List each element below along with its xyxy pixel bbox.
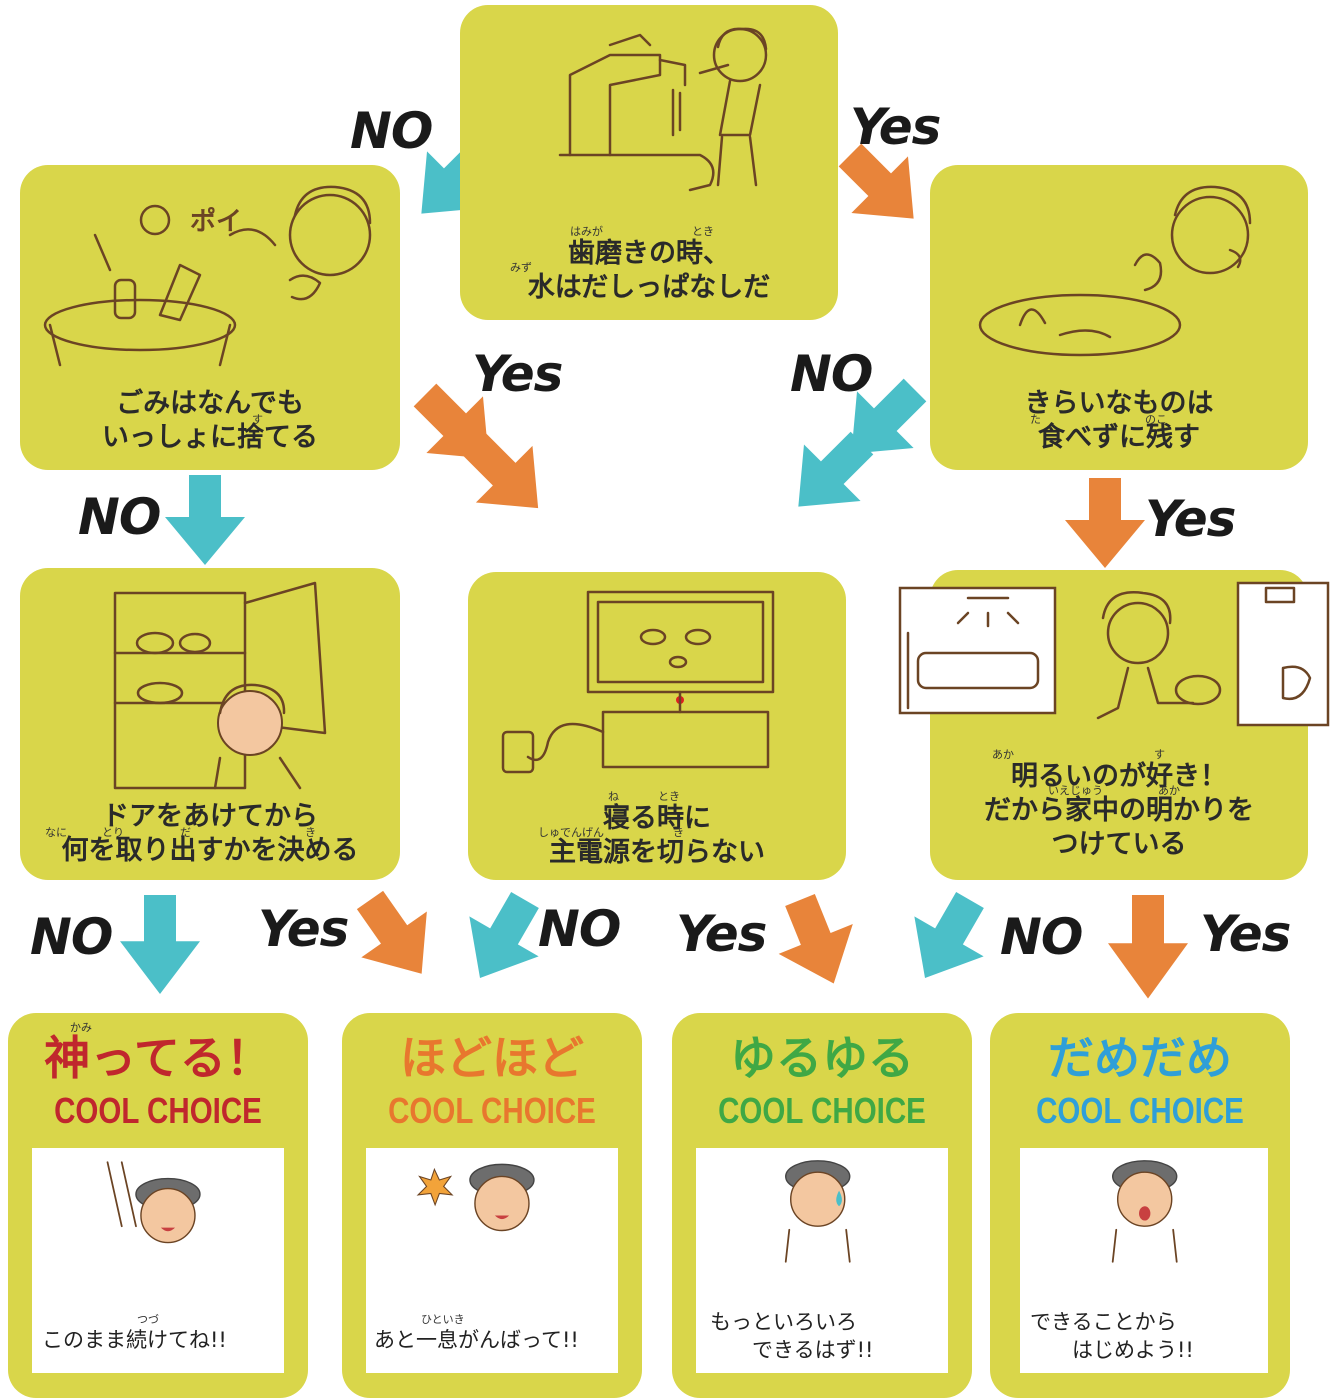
result-panel-yuruyuru: もっといろいろ できるはず!! bbox=[696, 1148, 948, 1373]
label-q2-no: NO bbox=[78, 488, 161, 546]
result-panel-kamitteru: このまま続けてね!! つづ bbox=[32, 1148, 284, 1373]
result-title-yuruyuru: ゆるゆる bbox=[730, 1031, 914, 1085]
result-sub-yuruyuru: COOL CHOICE bbox=[718, 1090, 926, 1131]
ruby-q5-1: とき bbox=[658, 790, 680, 803]
label-q1-no: NO bbox=[350, 102, 433, 160]
label-q2-yes: Yes bbox=[472, 345, 563, 403]
thumbs-up-boy-icon bbox=[416, 1163, 535, 1232]
arrow-q5-yes bbox=[762, 885, 871, 999]
label-q5-no: NO bbox=[538, 900, 621, 958]
ruby-q1-1: とき bbox=[692, 225, 714, 238]
result-title-kamitteru: 神ってる！ bbox=[44, 1031, 272, 1085]
fridge-illustration bbox=[100, 573, 340, 793]
shocked-boy-icon bbox=[1111, 1160, 1178, 1263]
label-q4-no: NO bbox=[30, 908, 113, 966]
ruby-q6-1: す bbox=[1154, 748, 1165, 761]
label-q1-yes: Yes bbox=[850, 98, 941, 156]
question-text-q6: 明るいのが好き！ だから家中の明かりを つけている bbox=[984, 761, 1254, 860]
result-panel-hodohodo: あと一息がんばって!! ひといき bbox=[366, 1148, 618, 1373]
result-panel-damedame: できることから はじめよう!! bbox=[1020, 1148, 1268, 1373]
result-sub-hodohodo: COOL CHOICE bbox=[388, 1090, 596, 1131]
ruby-q5-2: しゅでんげん bbox=[538, 826, 604, 839]
result-title-damedame: だめだめ bbox=[1048, 1031, 1232, 1085]
question-box-q5: 寝る時に 主電源を切らない ね とき しゅでんげん き bbox=[468, 572, 846, 880]
ruby-q1-2: みず bbox=[510, 261, 532, 274]
question-text-q1: 歯磨きの時、 水はだしっぱなしだ bbox=[527, 238, 771, 303]
ruby-q1-0: はみが bbox=[570, 225, 603, 238]
ruby-q6-3: あか bbox=[1158, 784, 1180, 797]
result-msg-yuruyuru: もっといろいろ できるはず!! bbox=[710, 1310, 874, 1362]
result-sub-kamitteru: COOL CHOICE bbox=[54, 1090, 262, 1131]
result-ruby-kamitteru: かみ bbox=[70, 1021, 92, 1034]
cheering-boy-icon bbox=[106, 1161, 201, 1244]
label-q5-yes: Yes bbox=[676, 905, 767, 963]
result-box-yuruyuru: ゆるゆる COOL CHOICE もっといろいろ できるはず!! bbox=[672, 1013, 972, 1398]
arrow-q6-no bbox=[890, 880, 1005, 998]
label-q6-no: NO bbox=[1000, 908, 1083, 966]
result-box-damedame: だめだめ COOL CHOICE できることから はじめよう!! bbox=[990, 1013, 1290, 1398]
question-box-q1: 歯磨きの時、 水はだしっぱなしだ はみが とき みず bbox=[460, 5, 838, 320]
ruby-q3-0: た bbox=[1030, 413, 1041, 426]
ruby-q5-3: き bbox=[673, 826, 684, 839]
ruby-q2-0: す bbox=[252, 413, 263, 426]
question-box-q3: きらいなものは 食べずに残す た のこ bbox=[930, 165, 1308, 470]
ruby-q3-1: のこ bbox=[1145, 413, 1167, 426]
ruby-q4-3: き bbox=[305, 826, 316, 839]
ruby-q4-2: だ bbox=[180, 826, 191, 839]
question-text-q5: 寝る時に 主電源を切らない bbox=[549, 803, 765, 868]
arrow-q2-no bbox=[165, 475, 245, 565]
label-q6-yes: Yes bbox=[1200, 905, 1291, 963]
ruby-q6-2: いえじゅう bbox=[1048, 784, 1103, 797]
question-text-q2: ごみはなんでも いっしょに捨てる bbox=[102, 388, 318, 453]
question-box-q2: ポイ ごみはなんでも いっしょに捨てる す bbox=[20, 165, 400, 470]
ruby-q4-0: なに bbox=[45, 826, 67, 839]
result-sub-damedame: COOL CHOICE bbox=[1036, 1090, 1244, 1131]
question-text-q3: きらいなものは 食べずに残す bbox=[1024, 388, 1214, 453]
svg-text:ポイ: ポイ bbox=[190, 206, 242, 237]
label-q4-yes: Yes bbox=[258, 900, 349, 958]
faucet-toothbrush-illustration bbox=[550, 15, 790, 205]
result-box-hodohodo: ほどほど COOL CHOICE あと一息がんばって!! ひといき bbox=[342, 1013, 642, 1398]
arrow-q4-yes bbox=[337, 877, 455, 997]
tv-illustration bbox=[488, 582, 828, 782]
arrow-q6-yes bbox=[1108, 895, 1188, 999]
bright-room-illustration bbox=[898, 578, 1330, 728]
trash-throwing-illustration: ポイ bbox=[40, 175, 380, 375]
ruby-q5-0: ね bbox=[608, 790, 619, 803]
result-msg-ruby-kamitteru: つづ bbox=[137, 1313, 159, 1326]
ruby-q6-0: あか bbox=[992, 748, 1014, 761]
ruby-q4-1: とり bbox=[102, 826, 124, 839]
result-msg-ruby-hodohodo: ひといき bbox=[421, 1313, 465, 1326]
result-msg-hodohodo: あと一息がんばって!! bbox=[374, 1328, 579, 1352]
leftover-food-illustration bbox=[960, 175, 1280, 375]
question-box-q4: ドアをあけてから 何を取り出すかを決める なに とり だ き bbox=[20, 568, 400, 880]
result-title-hodohodo: ほどほど bbox=[400, 1031, 584, 1085]
label-q3-yes: Yes bbox=[1145, 490, 1236, 548]
question-text-q4: ドアをあけてから 何を取り出すかを決める bbox=[61, 801, 359, 866]
result-msg-kamitteru: このまま続けてね!! bbox=[42, 1328, 227, 1352]
label-q3-no: NO bbox=[790, 345, 873, 403]
sweating-boy-icon bbox=[784, 1160, 851, 1263]
arrow-q3-yes bbox=[1065, 478, 1145, 568]
result-box-kamitteru: かみ 神ってる！ COOL CHOICE このまま続けてね!! つづ bbox=[8, 1013, 308, 1398]
result-msg-damedame: できることから はじめよう!! bbox=[1030, 1310, 1194, 1362]
arrow-q4-no bbox=[120, 895, 200, 994]
